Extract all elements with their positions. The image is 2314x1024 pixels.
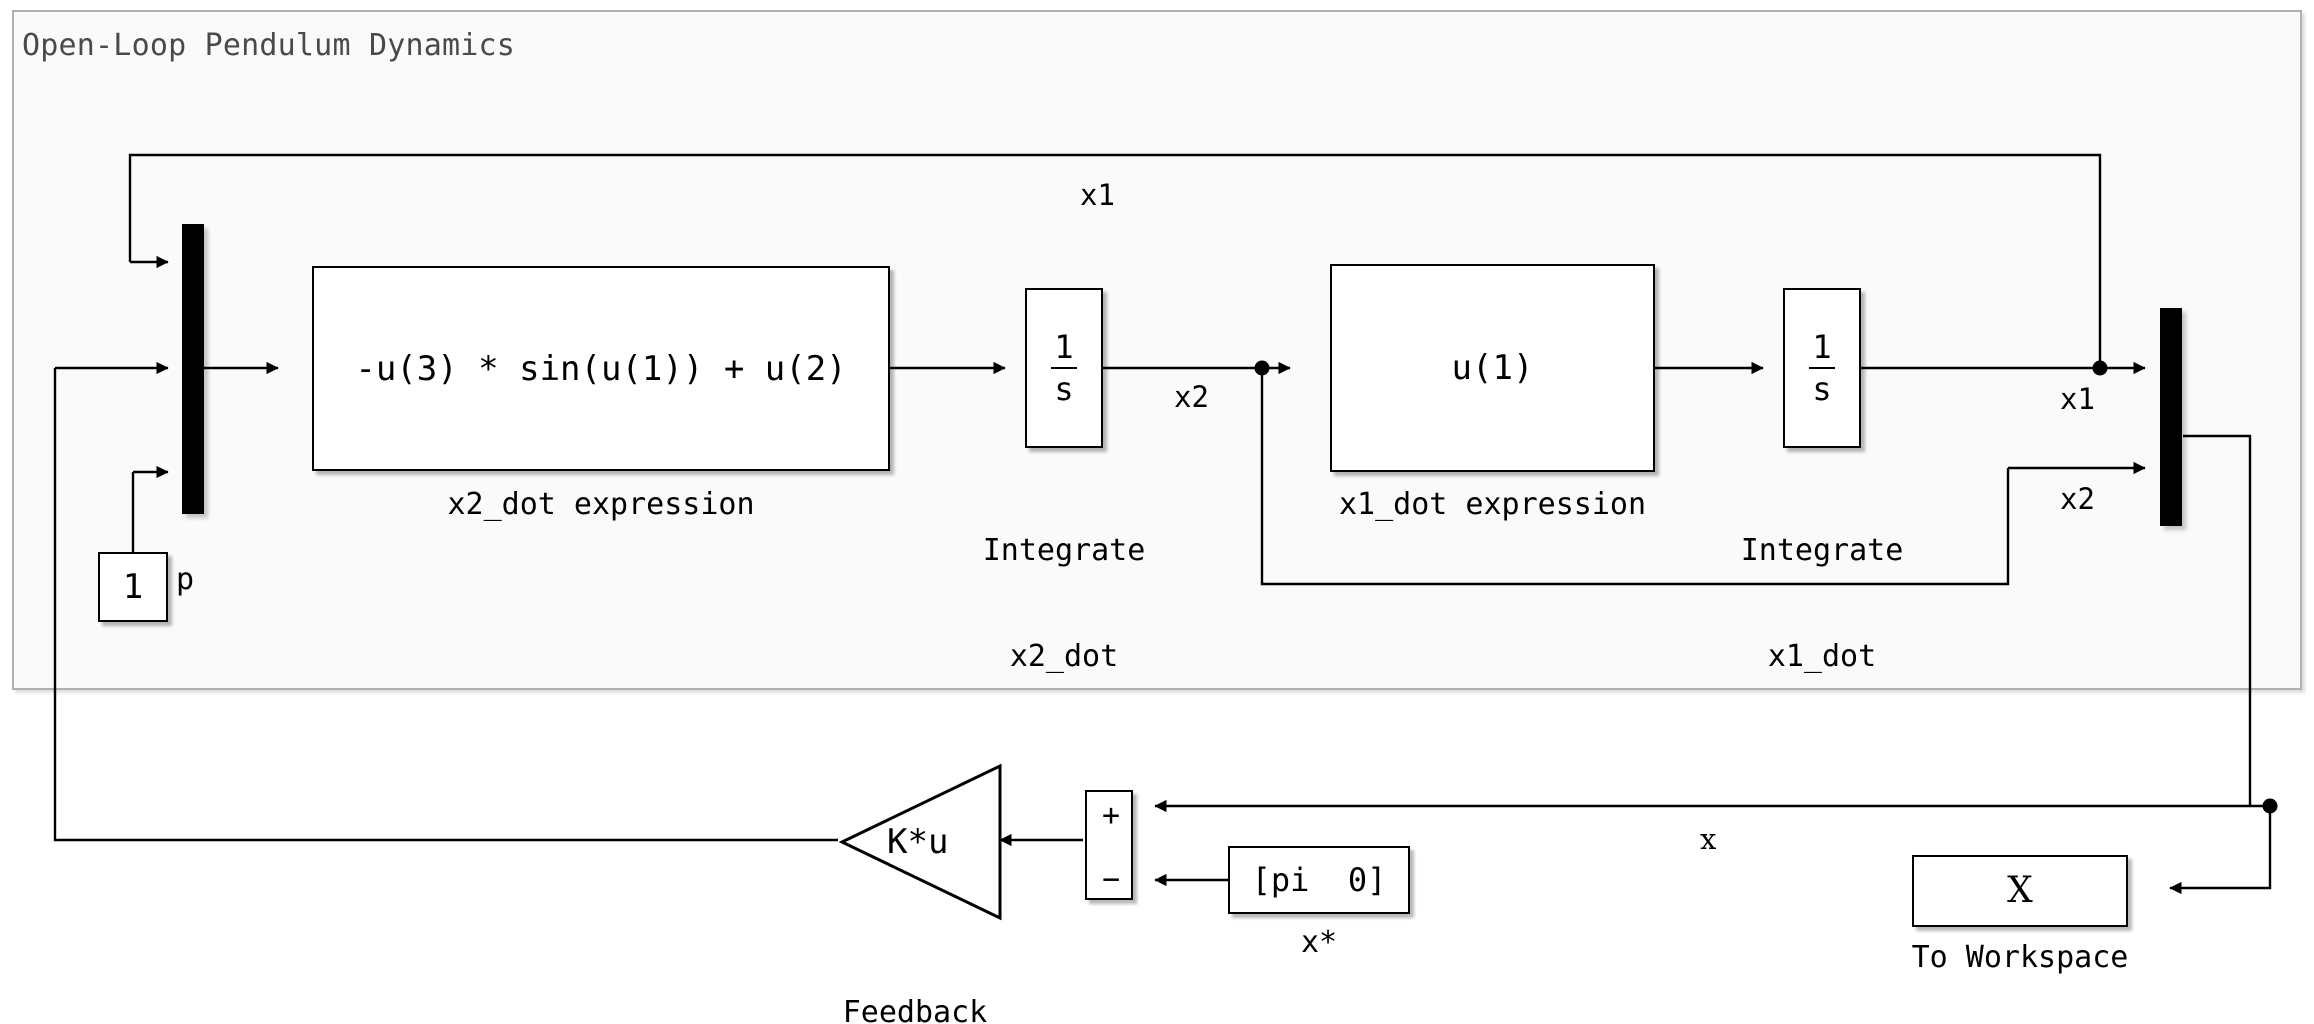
output-mux-block[interactable] [2160,308,2182,526]
signal-label-x1-feedback-top: x1 [1080,178,1115,212]
integrate-x1-dot-label: Integrate x1_dot [1722,462,1922,745]
feedback-gain-expression: K*u [887,822,949,862]
wire-x-to-workspace [2169,806,2272,895]
subsystem-title: Open-Loop Pendulum Dynamics [22,28,516,63]
constant-block-p[interactable]: 1 [98,552,168,622]
integrate-x1-dot-label-line2: x1_dot [1767,638,1877,674]
integrate-x2-dot-label: Integrate x2_dot [964,462,1164,745]
integrate-x2-dot-label-line1: Integrate [982,532,1146,568]
to-workspace-variable: X [2007,870,2033,911]
feedback-gain-label: Feedback Gain [790,924,1040,1024]
x2-dot-expression-block[interactable]: -u(3) * sin(u(1)) + u(2) [312,266,890,471]
sum-block[interactable] [1085,790,1133,900]
setpoint-label: x* [1300,925,1338,960]
integrate-x1-dot-label-line1: Integrate [1740,532,1904,568]
fraction-bar [1051,367,1077,369]
x1-dot-expression-label: x1_dot expression [1338,487,1647,522]
signal-label-state-vector: x [1700,822,1717,856]
integrate-x1-dot-block[interactable]: 1 s [1783,288,1861,448]
signal-label-x2-at-mux: x2 [2060,482,2095,516]
constant-value: 1 [122,567,144,607]
fraction-numerator: 1 [1054,328,1074,366]
signal-label-x2-after-integrator: x2 [1174,380,1209,414]
one-over-s-fraction-2: 1 s [1809,331,1835,405]
fraction-denominator-2: s [1812,370,1832,408]
fraction-numerator-2: 1 [1812,328,1832,366]
to-workspace-label: To Workspace [1911,940,2129,975]
x2-dot-expression-label: x2_dot expression [447,487,755,522]
sum-minus-sign: − [1102,862,1121,897]
junction-dot-x-state [2262,798,2278,814]
integrate-x2-dot-label-line2: x2_dot [1009,638,1119,674]
input-mux-block[interactable] [182,224,204,514]
one-over-s-fraction: 1 s [1051,331,1077,405]
setpoint-constant-block[interactable]: [pi 0] [1228,846,1410,914]
integrate-x2-dot-block[interactable]: 1 s [1025,288,1103,448]
constant-label-p: p [176,562,195,597]
setpoint-value: [pi 0] [1251,861,1387,899]
feedback-gain-label-line1: Feedback [842,994,988,1024]
to-workspace-block[interactable]: X [1912,855,2128,927]
fraction-bar-2 [1809,367,1835,369]
x1-dot-expression-block[interactable]: u(1) [1330,264,1655,472]
x2-dot-expression-text: -u(3) * sin(u(1)) + u(2) [355,348,847,389]
signal-label-x1-at-mux: x1 [2060,382,2095,416]
sum-plus-sign: + [1102,798,1121,833]
fraction-denominator: s [1054,370,1074,408]
x1-dot-expression-text: u(1) [1451,348,1534,388]
